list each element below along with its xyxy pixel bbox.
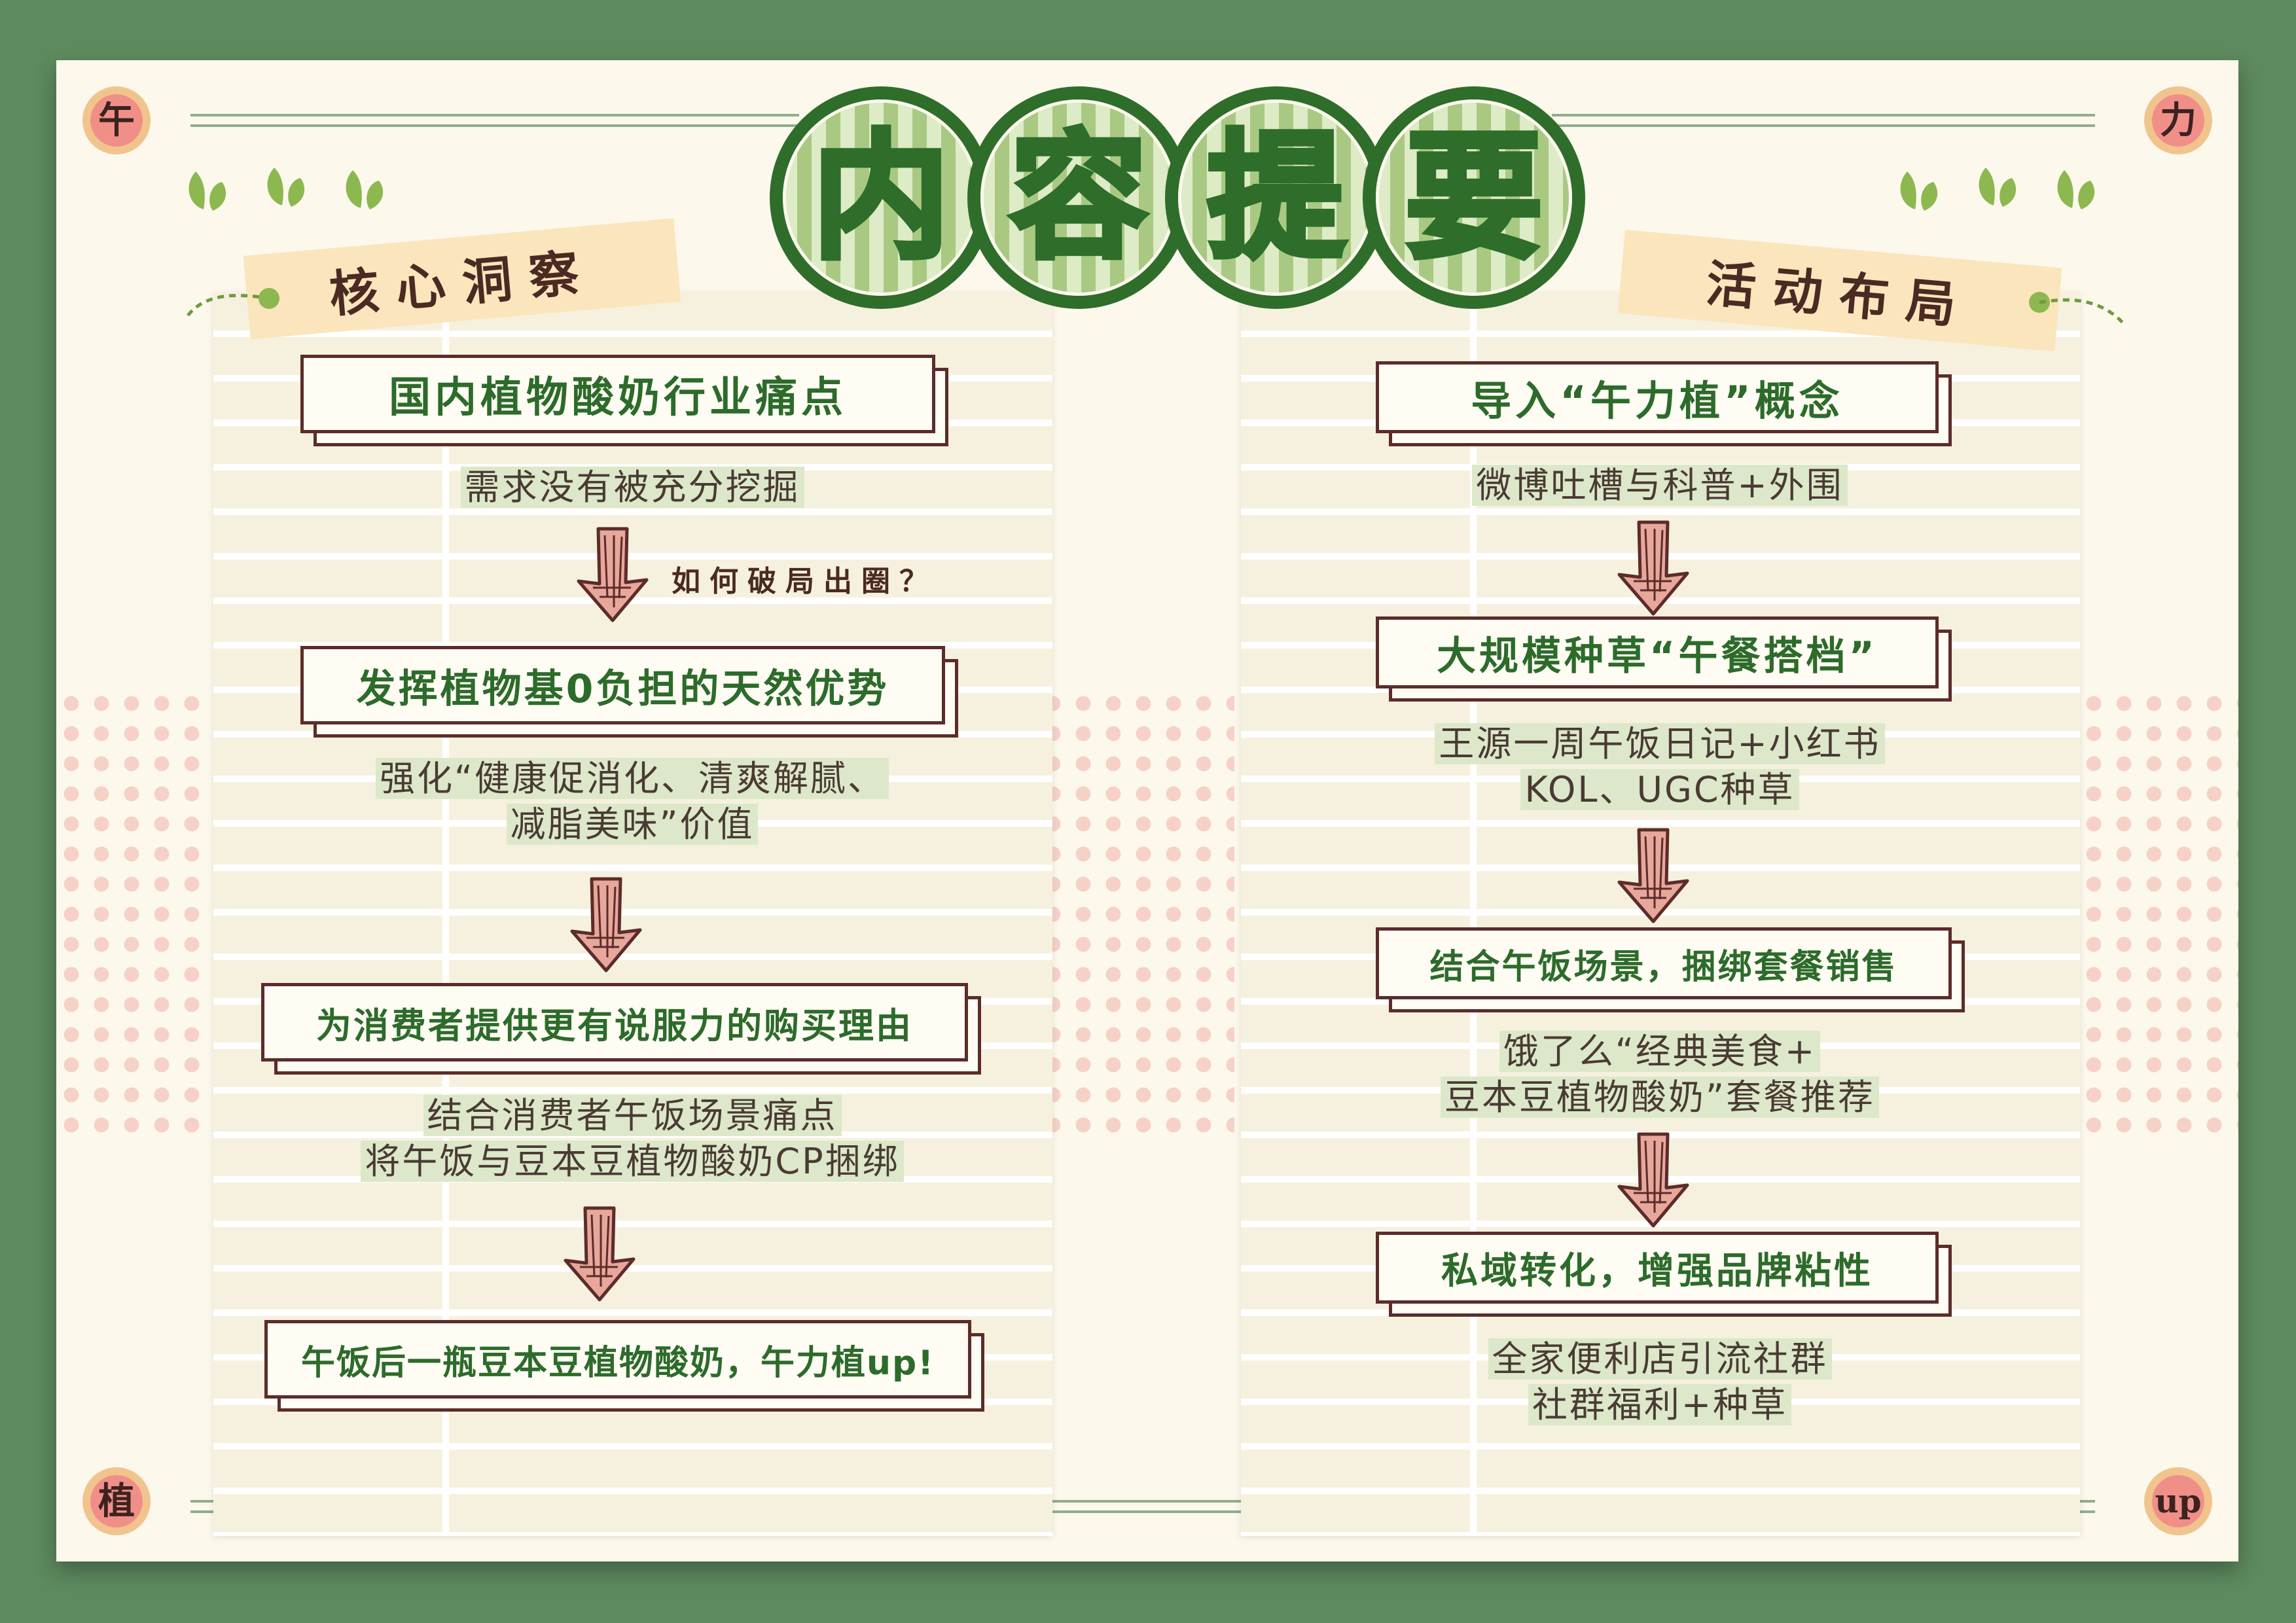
right-step-4-box: 私域转化，增强品牌粘性 xyxy=(1376,1232,1939,1304)
desc-line: 需求没有被充分挖掘 xyxy=(460,467,804,508)
dot-pattern-right xyxy=(2079,688,2238,1140)
desc-line: 王源一周午饭日记+小红书 xyxy=(1435,723,1885,764)
right-step-1-desc: 微博吐槽与科普+外围 xyxy=(1300,463,2020,508)
left-step-1-box: 国内植物酸奶行业痛点 xyxy=(300,355,935,433)
left-step-4-box: 午饭后一瓶豆本豆植物酸奶，午力植up! xyxy=(264,1320,971,1399)
right-step-3-box: 结合午饭场景，捆绑套餐销售 xyxy=(1376,927,1952,999)
arrow-down-icon xyxy=(577,527,649,622)
desc-line: 减脂美味”价值 xyxy=(506,804,759,845)
corner-char: up xyxy=(2152,1475,2204,1527)
top-rule-left xyxy=(190,114,799,116)
right-step-1-box: 导入“午力植”概念 xyxy=(1376,361,1939,433)
left-step-1-desc: 需求没有被充分挖掘 xyxy=(253,465,1012,510)
left-step-2-desc: 强化“健康促消化、清爽解腻、 减脂美味”价值 xyxy=(226,756,1038,847)
title-char: 内 xyxy=(810,117,952,277)
vine-icon-right xyxy=(2029,292,2127,327)
desc-line: KOL、UGC种草 xyxy=(1520,769,1799,810)
bottom-rule-2 xyxy=(190,1510,2095,1513)
title-circle-1: 内 xyxy=(770,86,992,309)
right-step-2-desc: 王源一周午饭日记+小红书 KOL、UGC种草 xyxy=(1300,721,2020,813)
corner-badge-top-left: 午 xyxy=(82,86,151,154)
title-char: 容 xyxy=(1007,117,1150,277)
desc-line: 微博吐槽与科普+外围 xyxy=(1472,465,1848,506)
arrow-down-icon xyxy=(570,877,642,972)
desc-line: 全家便利店引流社群 xyxy=(1488,1338,1832,1380)
desc-line: 豆本豆植物酸奶”套餐推荐 xyxy=(1441,1077,1879,1118)
left-step-3-box: 为消费者提供更有说服力的购买理由 xyxy=(261,983,968,1061)
title-circle-2: 容 xyxy=(967,86,1190,309)
vine-icon-left xyxy=(187,288,279,317)
desc-line: 社群福利+种草 xyxy=(1528,1384,1792,1425)
desc-line: 将午饭与豆本豆植物酸奶CP捆绑 xyxy=(361,1141,904,1182)
arrow-down-icon xyxy=(564,1206,636,1302)
arrow-down-icon xyxy=(1617,828,1689,923)
arrow-down-icon xyxy=(1617,520,1689,616)
left-step-3-desc: 结合消费者午饭场景痛点 将午饭与豆本豆植物酸奶CP捆绑 xyxy=(226,1093,1038,1185)
panel-divider xyxy=(442,293,449,1536)
desc-line: 饿了么“经典美食+ xyxy=(1499,1031,1821,1072)
top-rule-left-2 xyxy=(190,124,799,127)
right-step-4-desc: 全家便利店引流社群 社群福利+种草 xyxy=(1300,1336,2020,1428)
page-title: 内 容 提 要 xyxy=(770,86,1585,309)
panel-divider xyxy=(1470,293,1477,1536)
left-step-2-box: 发挥植物基0负担的天然优势 xyxy=(300,646,945,724)
title-char: 提 xyxy=(1205,117,1348,277)
top-rule-right-2 xyxy=(1552,124,2095,127)
title-char: 要 xyxy=(1403,117,1545,277)
desc-line: 结合消费者午饭场景痛点 xyxy=(423,1095,842,1136)
leaf-icon-group-left xyxy=(188,168,384,211)
leaf-icon-group-right xyxy=(1900,168,2095,211)
left-question-note: 如何破局出圈？ xyxy=(672,565,937,598)
corner-char: 力 xyxy=(2152,94,2204,147)
desc-line: 强化“健康促消化、清爽解腻、 xyxy=(376,758,889,799)
top-rule-right xyxy=(1552,114,2095,116)
dot-pattern-left xyxy=(56,688,207,1140)
corner-char: 植 xyxy=(90,1475,143,1527)
title-circle-4: 要 xyxy=(1363,86,1585,309)
corner-badge-bottom-right: up xyxy=(2144,1467,2212,1535)
corner-badge-top-right: 力 xyxy=(2144,86,2212,154)
dot-pattern-center xyxy=(1038,688,1234,1140)
arrow-down-icon xyxy=(1617,1132,1689,1228)
right-step-2-box: 大规模种草“午餐搭档” xyxy=(1376,616,1939,688)
corner-char: 午 xyxy=(90,94,143,147)
right-step-3-desc: 饿了么“经典美食+ 豆本豆植物酸奶”套餐推荐 xyxy=(1300,1029,2020,1120)
corner-badge-bottom-left: 植 xyxy=(82,1467,151,1535)
bottom-rule xyxy=(190,1500,2095,1503)
poster-card: 午 力 植 up 核心洞察 活动布局 内 容 xyxy=(56,60,2238,1561)
title-circle-3: 提 xyxy=(1165,86,1388,309)
